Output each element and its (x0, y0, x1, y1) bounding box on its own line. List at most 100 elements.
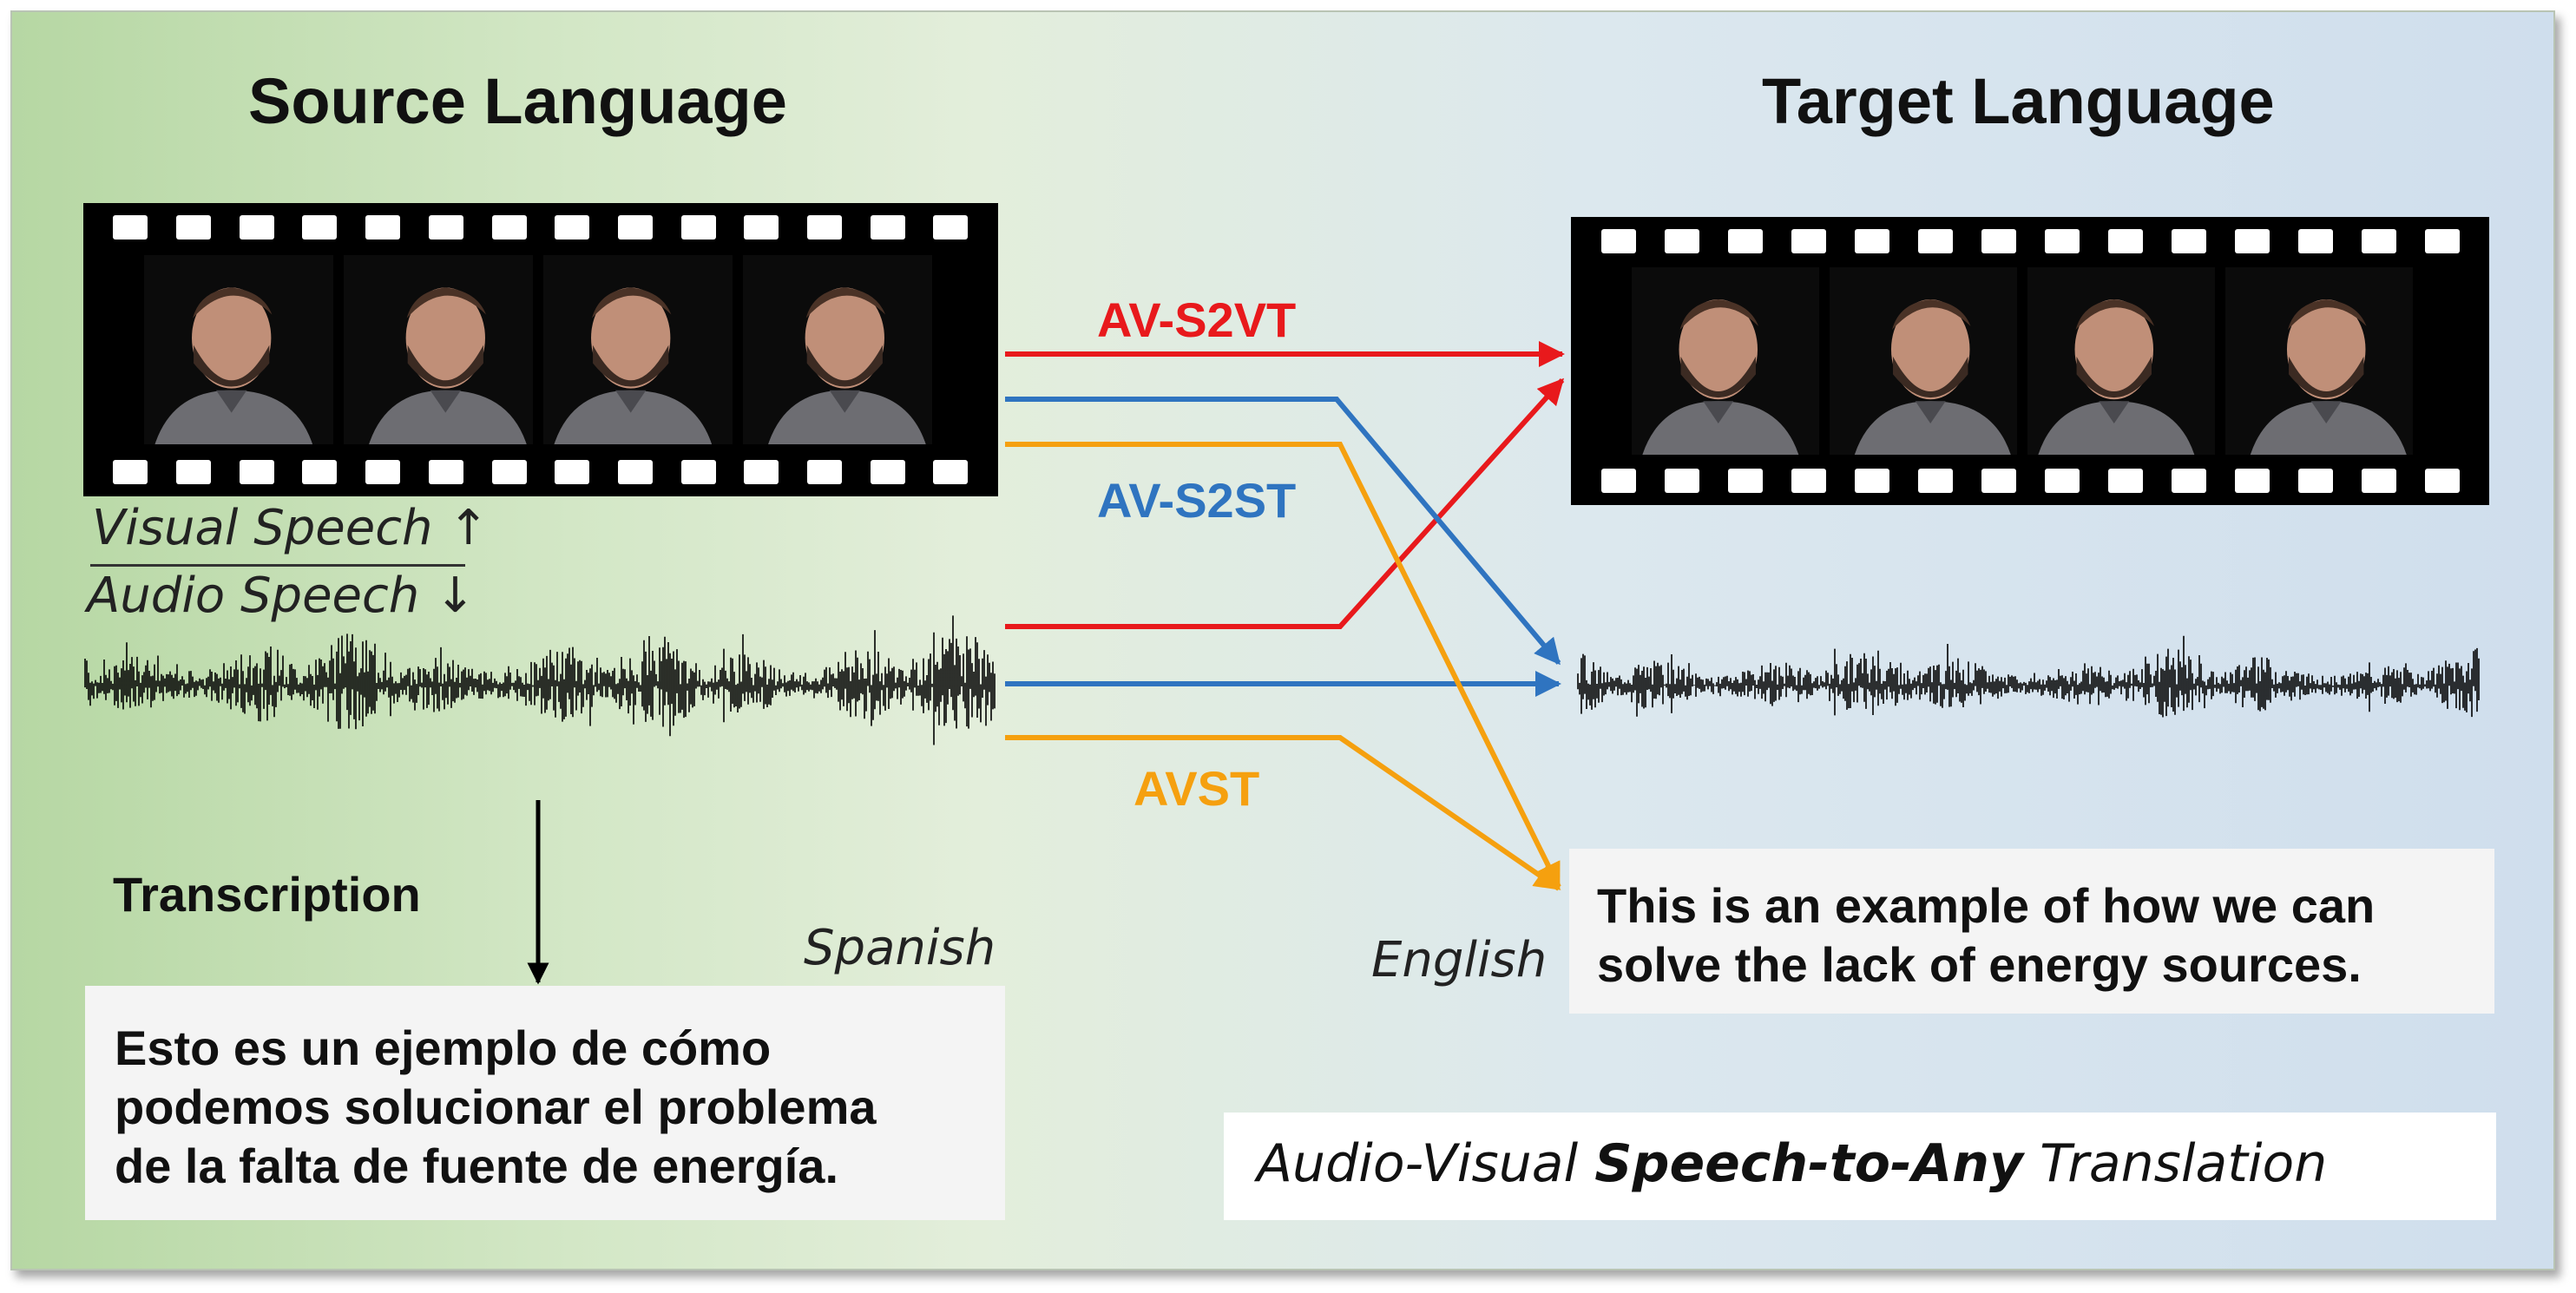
film-sprocket-hole (2297, 469, 2333, 493)
film-sprocket-hole (680, 460, 716, 484)
target-video-frames (1632, 267, 2413, 455)
film-sprocket-hole (617, 215, 653, 240)
film-sprocket-hole (2107, 229, 2143, 253)
audio-speech-label: Audio Speech ↓ (87, 568, 476, 624)
film-sprocket-hole (491, 215, 527, 240)
video-frame (2225, 267, 2413, 455)
task-label-avst: AVST (1134, 761, 1260, 816)
video-frame (2027, 267, 2215, 455)
film-sprocket-hole (617, 460, 653, 484)
film-sprocket-hole (491, 460, 527, 484)
film-sprocket-hole (555, 460, 590, 484)
source-transcript-box: Esto es un ejemplo de cómo podemos soluc… (85, 986, 1005, 1220)
speaker-image (2225, 267, 2413, 455)
film-sprocket-hole (2424, 469, 2460, 493)
transcription-label: Transcription (113, 867, 421, 922)
caption-part-1: Audio-Visual (1257, 1133, 1595, 1194)
film-sprocket-row-top (83, 215, 998, 240)
film-sprocket-hole (1791, 469, 1826, 493)
film-sprocket-hole (2424, 229, 2460, 253)
speaker-image (743, 255, 932, 444)
speaker-image (144, 255, 333, 444)
film-sprocket-hole (428, 215, 463, 240)
film-sprocket-hole (1917, 229, 1953, 253)
film-sprocket-hole (239, 460, 274, 484)
caption-part-2: Translation (2023, 1133, 2328, 1194)
speaker-image (1632, 267, 1819, 455)
film-sprocket-hole (870, 460, 905, 484)
film-sprocket-hole (933, 215, 969, 240)
film-sprocket-hole (365, 460, 401, 484)
source-language-heading: Source Language (248, 65, 787, 137)
film-sprocket-hole (2044, 469, 2080, 493)
film-sprocket-hole (744, 460, 779, 484)
figure-panel: Source Language Target Language Visual S… (10, 10, 2555, 1270)
visual-speech-text: Visual Speech (92, 500, 433, 556)
film-sprocket-hole (1981, 469, 2016, 493)
down-arrow-icon: ↓ (435, 568, 476, 624)
target-language-heading: Target Language (1762, 65, 2275, 137)
audio-speech-text: Audio Speech (87, 568, 420, 624)
film-sprocket-hole (1981, 229, 2016, 253)
film-sprocket-hole (1917, 469, 1953, 493)
film-sprocket-row-bottom (83, 460, 998, 484)
source-video-filmstrip (83, 203, 998, 496)
film-sprocket-hole (2171, 469, 2206, 493)
film-sprocket-hole (933, 460, 969, 484)
video-frame (344, 255, 533, 444)
film-sprocket-hole (113, 215, 148, 240)
target-video-filmstrip (1571, 217, 2489, 505)
video-frame (1632, 267, 1819, 455)
video-frame (144, 255, 333, 444)
film-sprocket-hole (2234, 469, 2270, 493)
task-label-av-s2st: AV-S2ST (1097, 473, 1297, 528)
film-sprocket-hole (1727, 469, 1763, 493)
film-sprocket-hole (807, 215, 843, 240)
speaker-image (1830, 267, 2017, 455)
film-sprocket-hole (113, 460, 148, 484)
film-sprocket-hole (1854, 229, 1889, 253)
video-frame (1830, 267, 2017, 455)
speaker-image (2027, 267, 2215, 455)
caption-bold-part: Speech-to-Any (1594, 1133, 2024, 1194)
film-sprocket-hole (2171, 229, 2206, 253)
film-sprocket-hole (302, 460, 338, 484)
video-frame (543, 255, 733, 444)
visual-speech-label: Visual Speech ↑ (92, 500, 489, 556)
film-sprocket-hole (2361, 469, 2396, 493)
source-video-frames (144, 255, 932, 444)
video-frame (743, 255, 932, 444)
film-sprocket-hole (2044, 229, 2080, 253)
film-sprocket-hole (744, 215, 779, 240)
film-sprocket-hole (1664, 229, 1699, 253)
film-sprocket-hole (2297, 229, 2333, 253)
film-sprocket-hole (1791, 229, 1826, 253)
film-sprocket-hole (239, 215, 274, 240)
film-sprocket-hole (1600, 229, 1636, 253)
source-language-name: Spanish (804, 920, 996, 976)
film-sprocket-hole (807, 460, 843, 484)
film-sprocket-hole (680, 215, 716, 240)
film-sprocket-hole (2234, 229, 2270, 253)
task-label-av-s2vt: AV-S2VT (1097, 292, 1297, 347)
speaker-image (543, 255, 733, 444)
up-arrow-icon: ↑ (448, 500, 490, 556)
target-language-name: English (1371, 932, 1548, 988)
speaker-image (344, 255, 533, 444)
film-sprocket-row-bottom (1571, 469, 2489, 493)
film-sprocket-hole (1600, 469, 1636, 493)
film-sprocket-hole (870, 215, 905, 240)
film-sprocket-hole (555, 215, 590, 240)
film-sprocket-hole (1727, 229, 1763, 253)
film-sprocket-hole (176, 215, 212, 240)
film-sprocket-hole (365, 215, 401, 240)
film-sprocket-hole (2107, 469, 2143, 493)
film-sprocket-hole (176, 460, 212, 484)
film-sprocket-hole (428, 460, 463, 484)
film-sprocket-hole (1854, 469, 1889, 493)
figure-caption: Audio-Visual Speech-to-Any Translation (1224, 1113, 2496, 1220)
film-sprocket-row-top (1571, 229, 2489, 253)
fraction-divider (90, 564, 465, 567)
film-sprocket-hole (2361, 229, 2396, 253)
film-sprocket-hole (1664, 469, 1699, 493)
